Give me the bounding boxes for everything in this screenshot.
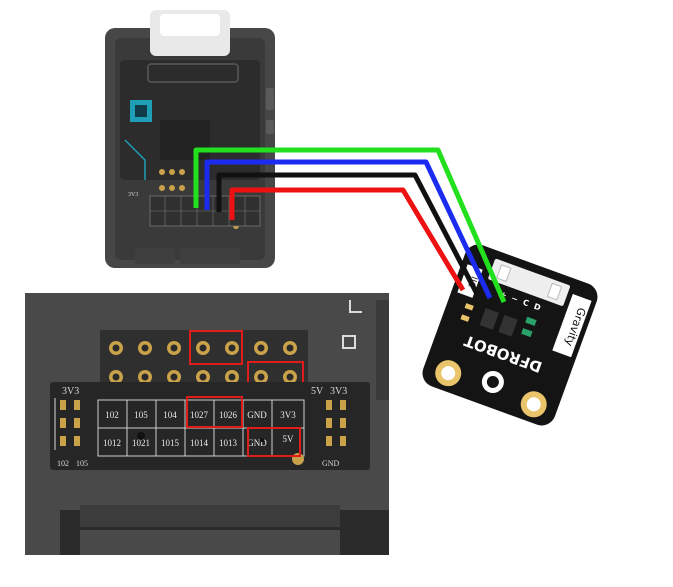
device-label-3v3: 3V3	[128, 192, 138, 198]
side-button[interactable]	[266, 120, 274, 134]
left-solder-pads	[60, 400, 80, 446]
right-label-gnd: GND	[322, 459, 340, 468]
pin-label-bottom-6: 5V	[283, 434, 295, 444]
pin-label-top-0: 102	[105, 410, 119, 420]
pin-mark-c: C	[522, 298, 531, 309]
wire-red	[229, 187, 466, 292]
left-label-102: 102	[57, 459, 69, 468]
gravity-badge	[552, 294, 592, 358]
pin-mark-minus: −	[510, 294, 519, 305]
right-label-5v: 5V	[311, 386, 324, 397]
pin-label-bottom-2: 1015	[161, 438, 180, 448]
pin-label-top-4: 1026	[219, 410, 238, 420]
highlight-label-power	[247, 427, 301, 457]
side-button[interactable]	[266, 88, 274, 110]
pin-label-top-5: GND	[247, 410, 267, 420]
pin-label-top-1: 105	[134, 410, 148, 420]
connection-wires	[193, 147, 507, 303]
pin-label-bottom-1: 1021	[132, 438, 150, 448]
left-label-105: 105	[76, 459, 88, 468]
wire-black	[216, 172, 480, 296]
header-pin-row-bottom	[109, 370, 297, 384]
device-pin-row	[159, 169, 239, 229]
left-label-3v3: 3V3	[62, 386, 79, 397]
wire-blue	[204, 159, 493, 300]
highlight-pins-top	[189, 330, 243, 365]
chip	[498, 314, 518, 337]
chip	[160, 120, 210, 160]
chip	[479, 308, 499, 330]
wire-green	[193, 147, 507, 303]
pin-label-top-3: 1027	[190, 410, 209, 420]
pin-mark-d: D	[533, 302, 543, 313]
pin-label-top-6: 3V3	[280, 410, 296, 420]
pin-label-bottom-3: 1014	[190, 438, 209, 448]
io-label-grid: 102 105 104 1027 1026 GND 3V3 1012 1021 …	[97, 399, 305, 465]
highlight-label-io	[186, 396, 243, 428]
pin-label-bottom-0: 1012	[103, 438, 121, 448]
right-label-3v3: 3V3	[330, 386, 347, 397]
gold-via	[292, 453, 304, 465]
pin-label-bottom-4: 1013	[219, 438, 238, 448]
pin-label-top-2: 104	[163, 410, 177, 420]
sensor-board: Gravity IIC + − C D DFROBOT	[422, 244, 598, 426]
controller-device: 3V3 5V 3V3	[105, 10, 275, 268]
header-pin-row-top	[109, 341, 297, 355]
pin-header-closeup: 3V3 102 105 5V 3V3 GND 102 105 104 1027 …	[25, 293, 389, 555]
pin-label-bottom-5: GND	[247, 438, 267, 448]
right-solder-pads	[326, 400, 346, 446]
